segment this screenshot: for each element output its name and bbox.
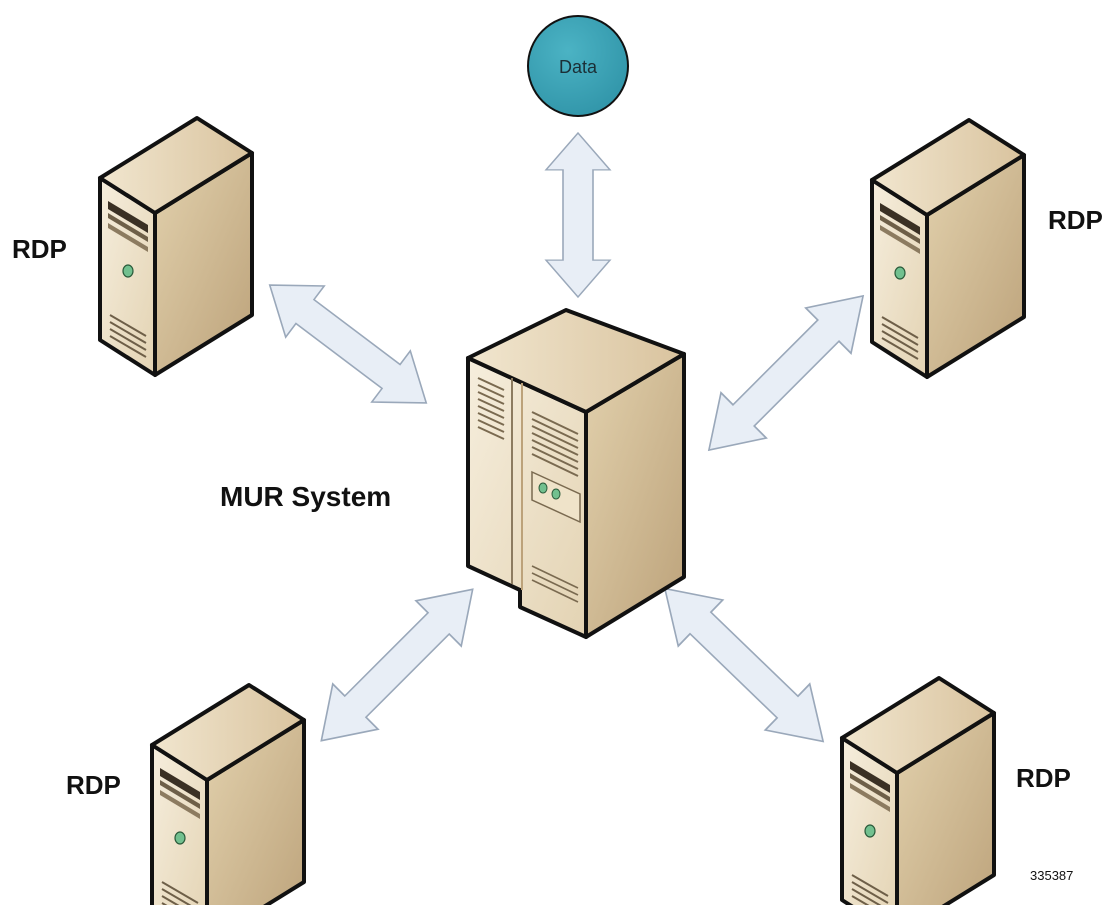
rdp-bottom-left-label: RDP [66, 770, 121, 800]
rdp-top-left-label: RDP [12, 234, 67, 264]
rdp-bottom-left-server-icon [150, 683, 306, 905]
rdp-bottom-right-label: RDP [1016, 763, 1071, 793]
mur-system-server-icon [466, 308, 686, 639]
arrow-rdp-top-right-mur [685, 272, 887, 474]
rdp-top-left-server-icon [98, 116, 254, 377]
mur-system-label: MUR System [220, 481, 391, 512]
data-node: Data [527, 15, 629, 117]
data-label: Data [559, 57, 598, 77]
arrow-data-mur [545, 132, 611, 298]
arrow-rdp-top-left-mur [249, 258, 447, 430]
arrow-rdp-bottom-left-mur [297, 565, 497, 765]
rdp-bottom-right-server-icon [840, 676, 996, 905]
rdp-top-right-label: RDP [1048, 205, 1103, 235]
figure-id: 335387 [1030, 868, 1073, 883]
data-circle-icon [527, 15, 629, 117]
rdp-top-right-server-icon [870, 118, 1026, 379]
arrow-rdp-bottom-right-mur [641, 564, 847, 766]
